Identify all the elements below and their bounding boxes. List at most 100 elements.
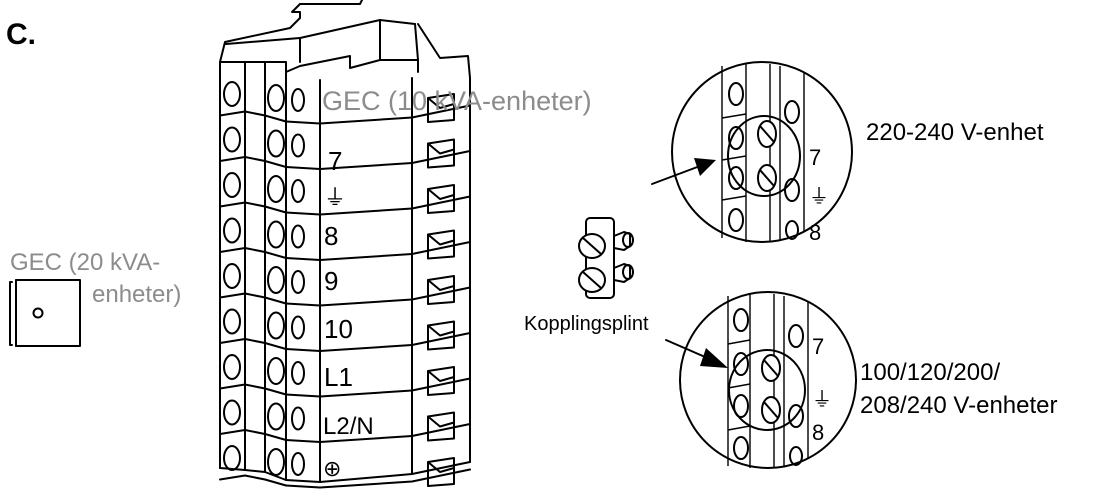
terminal-rows <box>219 81 471 489</box>
wire-slot <box>427 366 455 396</box>
terminal-label: 9 <box>324 266 338 296</box>
row-divider <box>285 302 321 307</box>
screw-hole <box>291 88 305 112</box>
screw-hole <box>291 406 305 431</box>
detail-top-caption: 220-240 V-enhet <box>866 119 1044 146</box>
row-divider <box>319 104 471 125</box>
detail-top-label-8: 8 <box>809 220 821 245</box>
screw-hole <box>267 84 285 112</box>
row-divider <box>319 468 471 489</box>
wire-slot <box>427 457 455 487</box>
terminal-block <box>219 0 471 483</box>
row-divider <box>219 474 287 487</box>
screw-hole <box>223 308 241 335</box>
terminal-label: ⏚ <box>324 185 346 210</box>
row-divider <box>285 120 321 125</box>
detail-top-label-ground: ⏚ <box>809 186 829 208</box>
detail-bottom-label-ground: ⏚ <box>812 389 832 411</box>
row-divider <box>319 332 471 352</box>
detail-top-terminals <box>721 64 805 242</box>
detail-bottom-caption-line2: 208/240 V-enheter <box>860 392 1058 419</box>
row-divider <box>219 247 287 259</box>
detail-bottom-caption-line1: 100/120/200/ <box>860 359 1000 386</box>
row-divider <box>219 338 287 350</box>
detail-top-arrow <box>651 158 716 185</box>
gec-20kva-label-line1: GEC (20 kVA- <box>10 249 160 276</box>
wire-slot-edge <box>427 461 455 473</box>
detail-bottom-label-7: 7 <box>812 334 824 359</box>
wire-slot-edge <box>427 142 455 155</box>
gec-10kva-label: GEC (10 kVA-enheter) <box>322 86 592 116</box>
terminal-labels: 7 ⏚ 8 9 10 L1 L2/N ⊕ <box>323 146 374 481</box>
screw-hole <box>291 270 305 294</box>
screw-hole <box>291 361 305 385</box>
row-divider <box>285 393 321 398</box>
screw-hole <box>267 448 285 476</box>
screw-hole <box>291 315 305 340</box>
detail-bottom-arrow <box>665 339 728 368</box>
wire-slot-edge <box>427 279 455 291</box>
jumper-bar <box>578 217 634 299</box>
gec-20kva-label-line2: enheter) <box>92 281 181 308</box>
detail-bottom-terminals <box>727 294 809 468</box>
row-divider <box>219 292 287 305</box>
row-divider <box>285 439 321 443</box>
row-divider <box>285 257 321 261</box>
screw-hole <box>223 263 241 289</box>
screw-hole <box>267 402 285 431</box>
screw-hole <box>291 224 305 249</box>
screw-hole <box>223 354 241 380</box>
jumper-label: Kopplingsplint <box>524 313 649 335</box>
row-divider <box>219 429 287 441</box>
terminal-label: 7 <box>328 146 342 176</box>
terminal-label: L2/N <box>323 413 374 440</box>
wire-slot <box>427 229 455 260</box>
wire-slot <box>427 93 455 123</box>
wire-slot-edge <box>427 370 455 382</box>
screw-hole <box>291 452 305 476</box>
detail-top-label-7: 7 <box>809 145 821 170</box>
wire-slot <box>427 138 455 169</box>
wire-slot <box>427 184 455 214</box>
screw-hole <box>267 175 285 203</box>
detail-bottom-label-8: 8 <box>812 420 824 445</box>
row-divider <box>219 201 287 214</box>
wire-slot-edge <box>427 97 455 109</box>
screw-hole <box>223 217 241 244</box>
terminal-label: ⊕ <box>323 456 341 481</box>
wire-slot <box>427 411 455 442</box>
terminal-label: L1 <box>324 362 353 392</box>
terminal-label: 8 <box>324 221 338 251</box>
panel-letter: C. <box>6 18 36 51</box>
row-divider <box>319 150 471 170</box>
detail-bottom: 7 ⏚ 8 <box>665 291 857 469</box>
row-divider <box>219 156 287 168</box>
screw-hole <box>223 399 241 426</box>
row-divider <box>219 383 287 396</box>
row-divider <box>319 423 471 443</box>
screw-hole <box>223 172 241 198</box>
row-divider <box>285 484 321 489</box>
screw-hole <box>223 445 241 471</box>
row-divider <box>285 348 321 352</box>
screw-hole <box>267 311 285 340</box>
screw-hole <box>291 179 305 203</box>
gec-20kva-bracket <box>9 279 81 347</box>
screw-hole <box>267 266 285 294</box>
row-divider <box>319 195 471 216</box>
screw-hole <box>223 126 241 153</box>
wire-slot-edge <box>427 188 455 200</box>
wire-slot-edge <box>427 324 455 337</box>
wire-slot-edge <box>427 415 455 428</box>
wire-slot <box>427 275 455 305</box>
screw-hole <box>267 357 285 385</box>
row-divider <box>319 377 471 398</box>
screw-hole <box>267 129 285 158</box>
row-divider <box>319 241 471 261</box>
screw-hole <box>291 133 305 158</box>
screw-hole <box>267 220 285 249</box>
wire-slot-edge <box>427 233 455 246</box>
row-divider <box>285 211 321 216</box>
terminal-label: 10 <box>324 314 353 344</box>
